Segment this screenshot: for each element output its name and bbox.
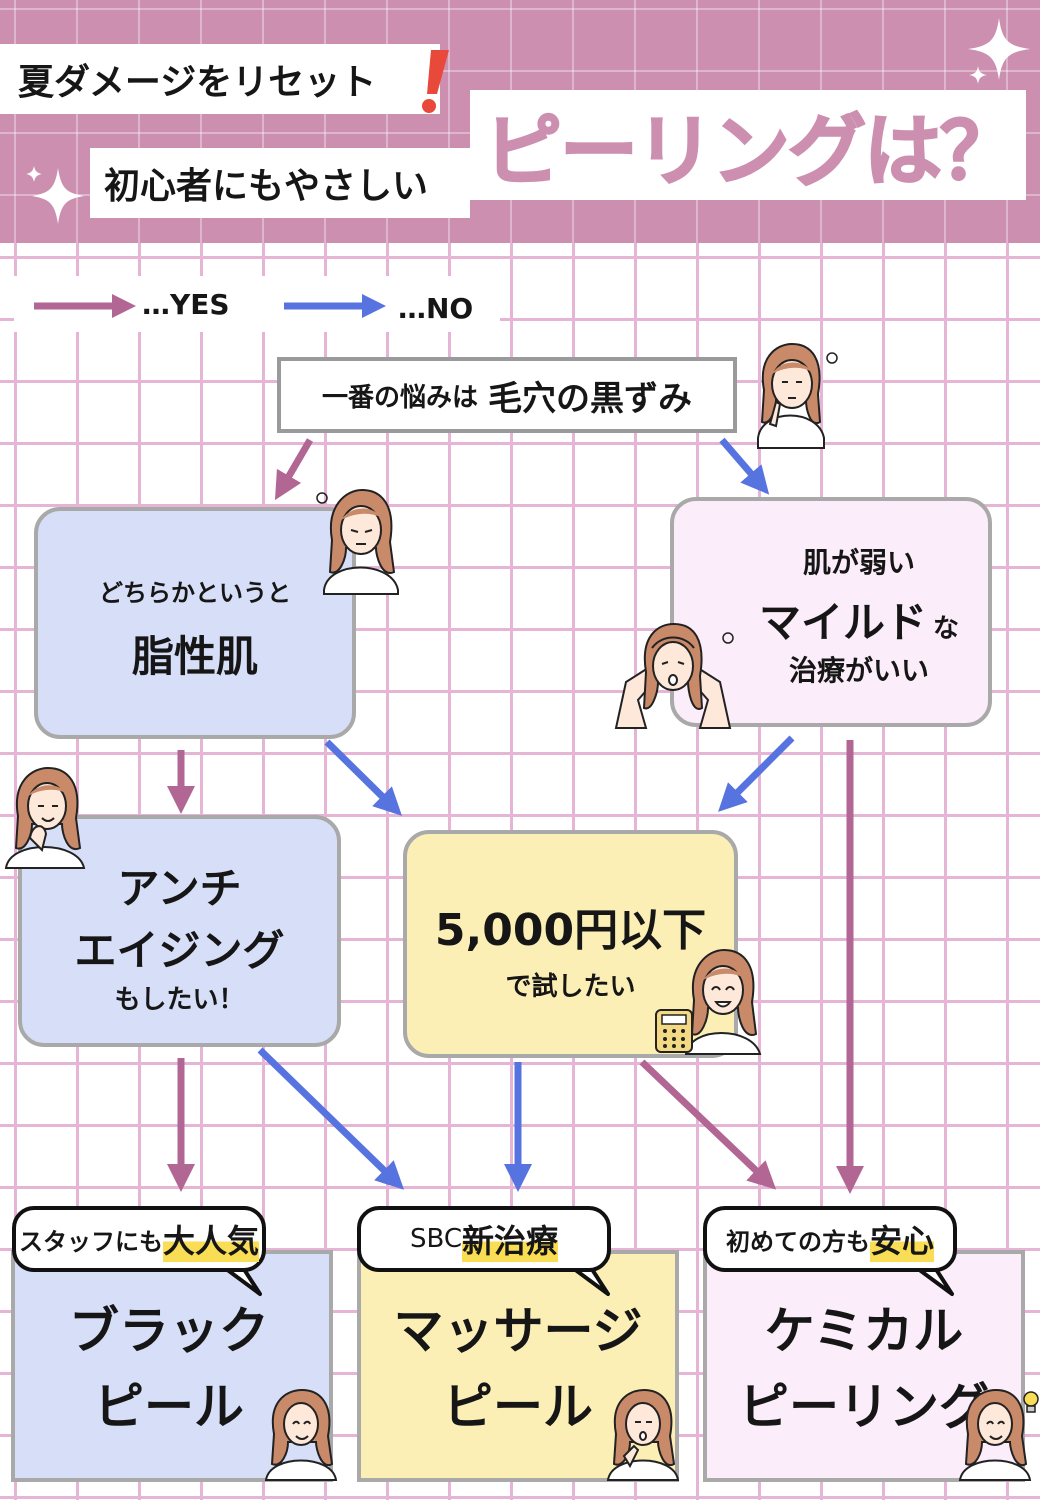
header-tag-reset-text: 夏ダメージをリセット [18, 62, 377, 103]
question-sensitive-skin-mild: マイルド [758, 598, 927, 647]
arrow-q2-no [324, 739, 402, 816]
result-chemical-peeling-line1: ケミカル [764, 1302, 964, 1360]
legend-yes-arrow [34, 294, 136, 318]
result-massage-peel-line1: マッサージ [393, 1302, 643, 1360]
lightbulb-icon [1023, 1391, 1039, 1413]
arrow-q4-no [257, 1047, 405, 1190]
result-black-peel-line1: ブラック [69, 1302, 269, 1360]
woman-illustration-icon [4, 766, 86, 869]
question-budget-line2: で試したい [505, 972, 636, 1002]
bubble-first-timer-safe-highlight: 安心 [869, 1216, 934, 1262]
question-sensitive-skin: 肌が弱い マイルドな 治療がいい [670, 497, 992, 727]
exclamation-icon [422, 50, 449, 113]
result-chemical-peeling: ケミカル ピーリング [703, 1250, 1025, 1482]
woman-illustration-icon [958, 1388, 1032, 1481]
result-black-peel-line2: ピール [94, 1378, 244, 1436]
question-anti-aging-line3: もしたい！ [114, 985, 245, 1015]
question-anti-aging-line2: エイジング [74, 926, 285, 975]
bubble-staff-popular-highlight: 大人気 [162, 1216, 259, 1262]
question-oily-skin-line2: 脂性肌 [131, 632, 258, 681]
question-pore-blackheads-small: 一番の悩みは [321, 382, 478, 413]
woman-illustration-icon [606, 1388, 680, 1481]
bubble-first-timer-safe: 初めての方も安心 [703, 1206, 957, 1272]
question-anti-aging: アンチ エイジング もしたい！ [18, 815, 341, 1047]
legend-no-arrow [284, 294, 386, 318]
woman-illustration-icon [264, 1388, 338, 1481]
sparkle-icon [26, 166, 84, 224]
question-sensitive-skin-line1: 肌が弱い [802, 546, 915, 579]
result-black-peel: ブラック ピール [11, 1250, 333, 1482]
page-title: ピーリングは？ [483, 106, 1019, 198]
legend-no-label: …NO [398, 292, 474, 325]
arrow-q1-yes [274, 438, 314, 501]
question-sensitive-skin-line3: 治療がいい [788, 654, 929, 687]
bubble-sbc-new-plain: SBC [409, 1224, 463, 1254]
question-budget-line1: 5,000円以下 [434, 905, 707, 956]
woman-illustration-icon [757, 342, 838, 449]
calculator-icon [655, 1009, 693, 1053]
question-anti-aging-line1: アンチ [117, 864, 242, 913]
question-oily-skin-line1: どちらかというと [99, 579, 291, 607]
header-tag-beginner: 初心者にもやさしい [90, 148, 470, 218]
question-pore-blackheads-big: 毛穴の黒ずみ [488, 378, 692, 419]
header-tag-beginner-text: 初心者にもやさしい [104, 166, 429, 207]
sparkle-icon [968, 18, 1030, 84]
bubble-staff-popular-plain: スタッフにも [18, 1227, 163, 1256]
result-chemical-peeling-line2: ピーリング [739, 1378, 989, 1436]
woman-illustration-icon [614, 622, 734, 729]
question-oily-skin: どちらかというと 脂性肌 [34, 507, 356, 739]
arrow-q5-yes [639, 1059, 777, 1190]
title-background [470, 90, 1026, 200]
arrow-q3-no [718, 735, 795, 812]
bubble-first-timer-safe-plain: 初めての方も [725, 1227, 870, 1256]
woman-illustration-icon [684, 948, 762, 1055]
question-sensitive-skin-na: な [933, 614, 960, 644]
woman-illustration-icon [316, 488, 399, 595]
bubble-sbc-new-highlight: 新治療 [462, 1216, 559, 1262]
bubble-staff-popular: スタッフにも大人気 [12, 1206, 266, 1272]
result-massage-peel-line2: ピール [443, 1378, 593, 1436]
legend-yes-label: …YES [142, 288, 230, 321]
header-tag-reset: 夏ダメージをリセット [0, 44, 440, 114]
arrow-q1-no [719, 437, 770, 495]
question-pore-blackheads: 一番の悩みは 毛穴の黒ずみ [277, 357, 737, 433]
